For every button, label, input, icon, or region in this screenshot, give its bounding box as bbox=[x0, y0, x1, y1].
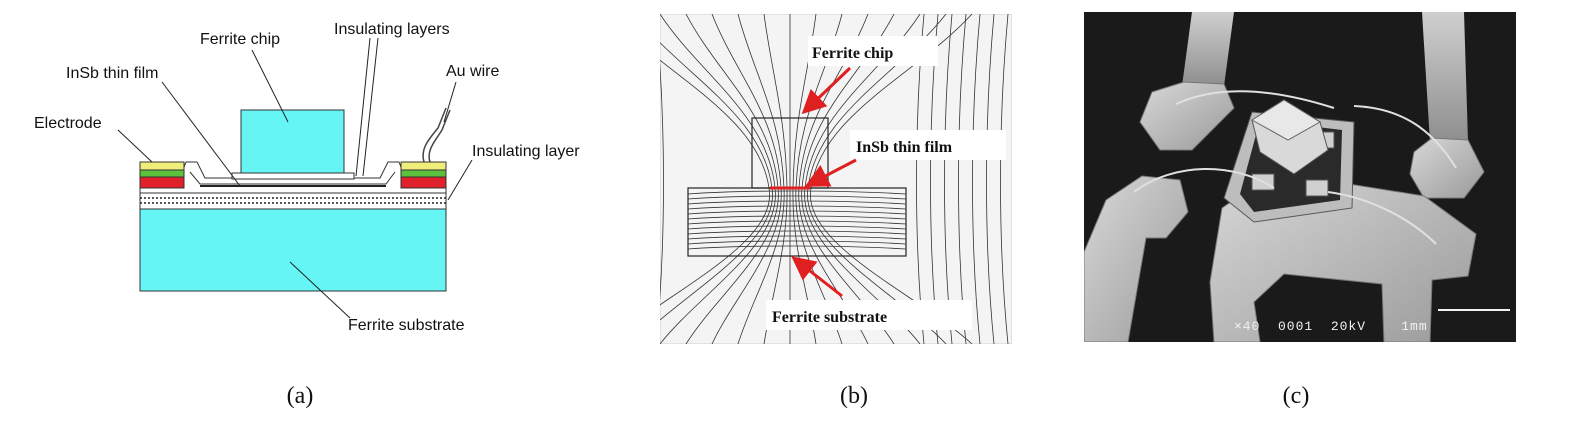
label-electrode: Electrode bbox=[34, 115, 102, 132]
panel-c-sem-image: ×40 0001 20kV 1mm bbox=[1084, 12, 1516, 342]
field-line bbox=[687, 190, 907, 195]
field-line bbox=[1000, 14, 1009, 344]
field-line bbox=[687, 195, 907, 200]
b-label-ferrite-substrate: Ferrite substrate bbox=[772, 309, 887, 326]
caption-a: (a) bbox=[286, 383, 314, 409]
field-line bbox=[687, 235, 907, 240]
electrode-right bbox=[400, 161, 447, 189]
sem-scale-text: ×40 0001 20kV 1mm bbox=[1234, 319, 1428, 334]
b-label-insb-thin-film: InSb thin film bbox=[856, 139, 953, 156]
electrode-left bbox=[139, 161, 185, 189]
field-line bbox=[687, 230, 907, 235]
panel-a-cross-section: Ferrite chip Insulating layers InSb thin… bbox=[34, 21, 580, 334]
field-line bbox=[687, 225, 907, 230]
arrow-insb-thin-film bbox=[804, 158, 857, 187]
field-line bbox=[687, 245, 907, 250]
field-line bbox=[687, 205, 907, 210]
field-line bbox=[687, 210, 907, 215]
sem-lead-top-right bbox=[1422, 12, 1468, 142]
panel-b-field-lines: Ferrite chip InSb thin film Ferrite subs… bbox=[660, 14, 1012, 344]
field-line bbox=[660, 60, 664, 301]
arrow-ferrite-substrate bbox=[791, 256, 843, 298]
label-insb-thin-film: InSb thin film bbox=[66, 65, 158, 82]
field-line bbox=[687, 220, 907, 225]
ferrite-chip-block bbox=[240, 109, 345, 174]
sem-wire-1 bbox=[1175, 90, 1335, 109]
label-insulating-layer: Insulating layer bbox=[472, 143, 580, 160]
field-line bbox=[687, 200, 907, 205]
field-line bbox=[986, 14, 995, 344]
field-line bbox=[972, 14, 981, 344]
label-ferrite-substrate: Ferrite substrate bbox=[348, 317, 465, 334]
insulating-layer-band bbox=[139, 192, 447, 210]
caption-c: (c) bbox=[1282, 383, 1310, 409]
au-wire bbox=[422, 107, 447, 163]
ferrite-substrate-block bbox=[139, 208, 447, 292]
label-insulating-layers: Insulating layers bbox=[334, 21, 450, 38]
sem-wire-3 bbox=[1133, 168, 1275, 193]
field-line bbox=[687, 240, 907, 245]
label-au-wire: Au wire bbox=[446, 63, 499, 80]
arrow-ferrite-chip bbox=[801, 66, 852, 115]
sem-wire-4 bbox=[1327, 191, 1437, 245]
field-line bbox=[687, 215, 907, 220]
b-label-ferrite-chip: Ferrite chip bbox=[812, 45, 893, 62]
sem-lead-top-left bbox=[1182, 12, 1234, 86]
sem-wire-2 bbox=[1353, 105, 1457, 169]
label-ferrite-chip: Ferrite chip bbox=[200, 31, 280, 48]
caption-b: (b) bbox=[840, 383, 868, 409]
